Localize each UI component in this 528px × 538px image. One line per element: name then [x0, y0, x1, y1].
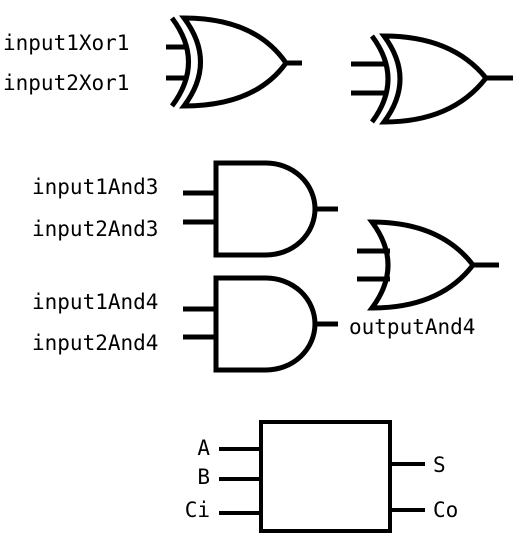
and4-input-b-label: input2And4: [32, 331, 159, 355]
adder-input-a-label: A: [197, 436, 210, 460]
full-adder-box: [259, 420, 392, 533]
xor1-input-b-label: input2Xor1: [3, 71, 130, 95]
and3-input-b-label: input2And3: [32, 217, 159, 241]
and3-body: [213, 160, 318, 258]
xor1-body: [179, 15, 290, 109]
xor2-back-arc: [369, 34, 391, 124]
and3-input-a-label: input1And3: [32, 175, 159, 199]
or-gate: [357, 219, 499, 311]
and-gate-3: [183, 160, 338, 258]
and4-output-label: outputAnd4: [349, 315, 476, 339]
and4-input-a-label: input1And4: [32, 290, 159, 314]
xor1-back-arc: [169, 16, 191, 108]
and4-body: [213, 275, 318, 373]
adder-output-co-label: Co: [433, 498, 459, 522]
adder-output-s-label: S: [433, 453, 446, 477]
xor1-input-a-label: input1Xor1: [3, 31, 130, 55]
or-body: [367, 219, 477, 311]
xor2-body: [379, 33, 490, 125]
adder-input-b-label: B: [197, 465, 210, 489]
and-gate-4: [183, 275, 338, 373]
xor-gate-1: [166, 15, 302, 109]
xor-gate-2: [351, 33, 513, 125]
full-adder-block: [219, 420, 425, 533]
adder-input-ci-label: Ci: [184, 498, 210, 522]
